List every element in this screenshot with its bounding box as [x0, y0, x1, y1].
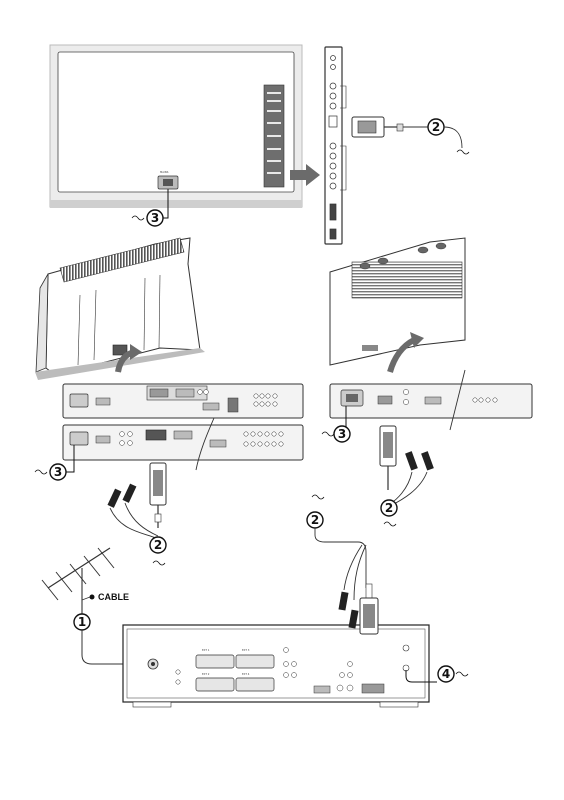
svg-text:2: 2: [154, 538, 162, 552]
callout-2-left: [149, 536, 167, 554]
tv-front-view: MAINS 3: [49, 44, 320, 227]
arrow-right: [290, 164, 320, 186]
callout-1-antenna-cable: 1: [73, 613, 146, 665]
svg-text:2: 2: [385, 501, 393, 515]
cable-bundle-left: 2: [107, 462, 167, 566]
svg-text:1: 1: [78, 615, 86, 629]
rear-connector-strips-left: 3: [34, 383, 304, 481]
svg-text:MAINS: MAINS: [160, 170, 169, 174]
av-receiver-box: EXT 1 EXT 3 EXT 2 EXT 4 4: [122, 624, 469, 708]
cable-bundle-right: 2: [379, 425, 434, 527]
callout-3-left: [49, 463, 67, 481]
svg-text:EXT 1: EXT 1: [202, 648, 210, 652]
cable-bundle-receiver: 2: [306, 494, 379, 635]
connector-strip-upper: [62, 383, 304, 419]
callout-2-right: [380, 499, 398, 517]
svg-text:EXT 3: EXT 3: [242, 648, 250, 652]
svg-text:3: 3: [338, 427, 346, 441]
side-panel-closeup: 2: [324, 46, 470, 245]
callout-4: [437, 665, 455, 683]
callout-3-front: [146, 209, 164, 227]
tv-rear-view-left: [35, 237, 205, 380]
svg-text:2: 2: [311, 513, 319, 527]
svg-text:2: 2: [432, 120, 440, 134]
tv-screen: [57, 51, 295, 193]
rear-connector-strip-right: 3: [321, 369, 533, 443]
svg-text:3: 3: [151, 211, 159, 225]
callout-3-right: [333, 425, 351, 443]
tv-base-shadow: [50, 200, 302, 208]
svg-text:3: 3: [54, 465, 62, 479]
antenna: CABLE: [41, 547, 129, 614]
svg-text:EXT 4: EXT 4: [242, 672, 250, 676]
arrow-up-right: [387, 337, 416, 373]
svg-text:4: 4: [442, 667, 450, 681]
tv-rear-view-right: [329, 237, 466, 373]
svg-text:CABLE: CABLE: [98, 592, 129, 602]
svg-text:EXT 2: EXT 2: [202, 672, 210, 676]
